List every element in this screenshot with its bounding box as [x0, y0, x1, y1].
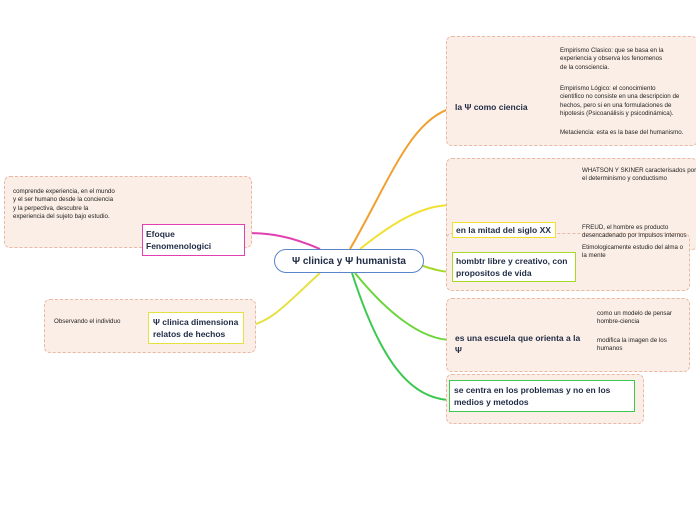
escuela-item-2: modifica la imagen de los humanos	[597, 337, 667, 353]
fenomenologico-item-1: comprende experiencia, en el mundo y el …	[13, 188, 115, 221]
link-dimensiona	[244, 272, 321, 327]
node-dimensiona-label: Ψ clinica dimensiona relatos de hechos	[153, 317, 239, 339]
node-dimensiona[interactable]: Ψ clinica dimensiona relatos de hechos	[148, 312, 244, 344]
link-escuela	[354, 272, 453, 341]
node-hombre-label: hombtr libre y creativo, con propositos …	[456, 256, 568, 278]
ciencia-item-1: Empirismo Clasico: que se basa en la exp…	[560, 47, 664, 71]
link-problemas	[351, 272, 453, 401]
link-siglo	[359, 204, 453, 250]
node-ciencia-label: la Ψ como ciencia	[455, 102, 528, 112]
escuela-item-1: como un modelo de pensar hombre-ciencia	[597, 310, 672, 326]
node-fenomenologico-label: Efoque Fenomenologici	[146, 229, 212, 251]
node-siglo-label: en la mitad del siglo XX	[456, 225, 551, 235]
node-escuela-label: es una escuela que orienta a la Ψ	[455, 333, 581, 355]
hombre-item-1: Etimologicamente estudio del alma o la m…	[582, 244, 684, 260]
siglo-item-1: WHATSON Y SKINER caracterisados por el d…	[582, 167, 696, 183]
dimensiona-item-1: Observando el individuo	[54, 318, 121, 325]
node-escuela[interactable]: es una escuela que orienta a la Ψ	[452, 330, 590, 358]
panel-ciencia	[446, 36, 696, 146]
node-siglo[interactable]: en la mitad del siglo XX	[452, 222, 556, 238]
central-topic[interactable]: Ψ clinica y Ψ humanista	[274, 249, 424, 273]
node-hombre[interactable]: hombtr libre y creativo, con propositos …	[452, 252, 576, 282]
node-ciencia[interactable]: la Ψ como ciencia	[453, 100, 535, 114]
node-fenomenologico[interactable]: Efoque Fenomenologici	[142, 224, 245, 256]
ciencia-item-2: Empirismo Lógico: el conocimiento cienti…	[560, 85, 680, 118]
link-ciencia	[349, 107, 453, 250]
node-problemas[interactable]: se centra en los problemas y no en los m…	[449, 380, 635, 412]
node-problemas-label: se centra en los problemas y no en los m…	[454, 385, 611, 407]
siglo-item-2: FREUD, el hombre es producto desencadena…	[582, 224, 687, 240]
link-fenomenologico	[244, 232, 321, 250]
ciencia-item-3: Metaciencia: esta es la base del humanis…	[560, 129, 684, 136]
